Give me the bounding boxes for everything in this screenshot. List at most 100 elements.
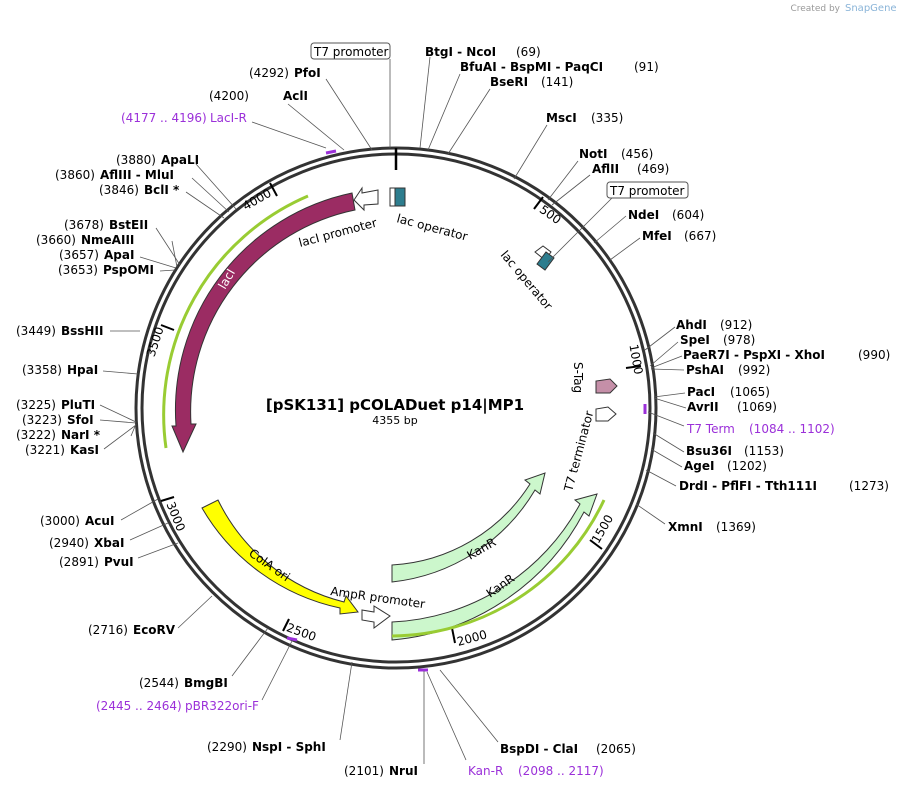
site-kan-r-pos: (2098 .. 2117) xyxy=(518,764,604,778)
pshAI-line xyxy=(650,368,685,371)
site-nruI[interactable]: NruI xyxy=(389,764,418,778)
site-bstEII[interactable]: BstEII xyxy=(109,218,148,232)
site-drdI[interactable]: DrdI - PflFI - Tth111I xyxy=(679,479,817,493)
site-bfuAI[interactable]: BfuAI - BspMI - PaqCI xyxy=(460,60,603,74)
lacI-feature[interactable] xyxy=(171,192,356,454)
site-ndeI[interactable]: NdeI xyxy=(628,208,659,222)
site-ecoRV-pos: (2716) xyxy=(88,623,128,637)
site-nspI-sphI[interactable]: NspI - SphI xyxy=(252,740,326,754)
site-btgI-ncoI[interactable]: BtgI - NcoI xyxy=(425,45,496,59)
site-nmeAIII[interactable]: NmeAIII xyxy=(81,233,134,247)
site-bmgBI[interactable]: BmgBI xyxy=(184,676,228,690)
bsu36I-line xyxy=(652,432,685,453)
ampr-promoter-arrow[interactable] xyxy=(361,605,391,629)
site-t7-term[interactable]: T7 Term xyxy=(686,422,735,436)
site-pfoI[interactable]: PfoI xyxy=(294,66,321,80)
site-bsu36I[interactable]: Bsu36I xyxy=(686,444,732,458)
lac-operator-1[interactable] xyxy=(394,187,406,207)
kanr-inner-feature[interactable] xyxy=(391,472,546,583)
site-bspDI-claI[interactable]: BspDI - ClaI xyxy=(500,742,578,756)
kan-r-line xyxy=(426,671,467,761)
site-t7-promoter-1[interactable]: T7 promoter xyxy=(313,45,389,59)
site-pbr322ori-f[interactable]: pBR322ori-F xyxy=(185,699,259,713)
site-pshAI[interactable]: PshAI xyxy=(686,363,724,377)
cola-ori-feature[interactable] xyxy=(201,499,359,615)
site-hpaI[interactable]: HpaI xyxy=(67,363,98,377)
t7-terminator-label: T7 terminator xyxy=(561,409,596,493)
lacI-promoter-arrow[interactable] xyxy=(353,186,379,212)
site-ageI[interactable]: AgeI xyxy=(684,459,714,473)
site-notI[interactable]: NotI xyxy=(579,147,608,161)
site-ahdI[interactable]: AhdI xyxy=(676,318,707,332)
site-bclI-pos: (3846) xyxy=(99,183,139,197)
leader-lines xyxy=(99,56,687,764)
lac-operator-2[interactable] xyxy=(536,251,555,271)
site-pluTI-pos: (3225) xyxy=(16,398,56,412)
site-acII[interactable]: AclI xyxy=(283,89,308,103)
kanr-outer-feature[interactable] xyxy=(391,493,598,641)
site-avrII[interactable]: AvrII xyxy=(687,400,719,414)
site-aflIII-mluI[interactable]: AflIII - MluI xyxy=(100,168,174,182)
site-xmnI[interactable]: XmnI xyxy=(668,520,703,534)
site-pspOMI[interactable]: PspOMI xyxy=(103,263,154,277)
bstEII-line xyxy=(155,227,181,266)
site-mfeI[interactable]: MfeI xyxy=(642,229,672,243)
site-pacI[interactable]: PacI xyxy=(687,385,715,399)
site-sfoI[interactable]: SfoI xyxy=(67,413,94,427)
paeR7I-line xyxy=(650,355,683,369)
ageI-line xyxy=(650,448,683,468)
site-notI-pos: (456) xyxy=(621,147,653,161)
site-acuI[interactable]: AcuI xyxy=(85,514,114,528)
site-bseRI[interactable]: BseRI xyxy=(490,75,528,89)
site-pluTI[interactable]: PluTI xyxy=(61,398,95,412)
site-aflII[interactable]: AflII xyxy=(592,162,619,176)
site-pvuI[interactable]: PvuI xyxy=(104,555,134,569)
site-narI[interactable]: NarI * xyxy=(61,428,101,442)
site-ecoRV[interactable]: EcoRV xyxy=(133,623,176,637)
t7-terminator-arrow[interactable] xyxy=(595,406,617,422)
site-apaLI[interactable]: ApaLI xyxy=(161,153,199,167)
sfoI-line xyxy=(99,419,137,424)
pluTI-line xyxy=(99,404,137,423)
lacI-r-line xyxy=(251,121,327,149)
site-bssHII[interactable]: BssHII xyxy=(61,324,103,338)
site-avrII-pos: (1069) xyxy=(737,400,777,414)
site-pshAI-pos: (992) xyxy=(738,363,770,377)
site-apaI[interactable]: ApaI xyxy=(104,248,134,262)
site-mscI[interactable]: MscI xyxy=(546,111,577,125)
s-tag-arrow[interactable] xyxy=(595,378,618,394)
site-bssHII-pos: (3449) xyxy=(16,324,56,338)
tick-4000-mark xyxy=(269,182,278,197)
site-pfoI-pos: (4292) xyxy=(249,66,289,80)
kasI-line xyxy=(103,424,137,450)
t7-promoter-2-box xyxy=(606,181,689,199)
site-hpaI-pos: (3358) xyxy=(22,363,62,377)
pbr322ori-line xyxy=(261,640,293,701)
site-nruI-pos: (2101) xyxy=(344,764,384,778)
xmnI-line xyxy=(635,503,666,525)
pspOMI-line xyxy=(159,269,176,272)
site-kan-r[interactable]: Kan-R xyxy=(468,764,503,778)
site-apaI-pos: (3657) xyxy=(59,248,99,262)
mfeI-line xyxy=(609,237,641,261)
site-paeR7I[interactable]: PaeR7I - PspXI - XhoI xyxy=(683,348,825,362)
site-mfeI-pos: (667) xyxy=(684,229,716,243)
site-lacI-r[interactable]: LacI-R xyxy=(210,111,247,125)
site-bsu36I-pos: (1153) xyxy=(744,444,784,458)
site-kasI[interactable]: KasI xyxy=(70,443,99,457)
site-acII-pos: (4200) xyxy=(209,89,249,103)
site-bspDI-claI-pos: (2065) xyxy=(596,742,636,756)
nspI-line xyxy=(339,661,353,741)
lacI-highlight xyxy=(162,194,309,449)
mscI-line xyxy=(513,124,548,180)
ecoRV-line xyxy=(177,595,213,629)
site-bclI[interactable]: BclI * xyxy=(144,183,180,197)
bseRI-line xyxy=(447,88,491,155)
site-xbaI[interactable]: XbaI xyxy=(94,536,124,550)
site-drdI-pos: (1273) xyxy=(849,479,889,493)
pvuI-line xyxy=(137,542,179,559)
site-pspOMI-pos: (3653) xyxy=(58,263,98,277)
site-t7-promoter-2[interactable]: T7 promoter xyxy=(609,184,685,198)
site-speI[interactable]: SpeI xyxy=(680,333,710,347)
site-ahdI-pos: (912) xyxy=(720,318,752,332)
